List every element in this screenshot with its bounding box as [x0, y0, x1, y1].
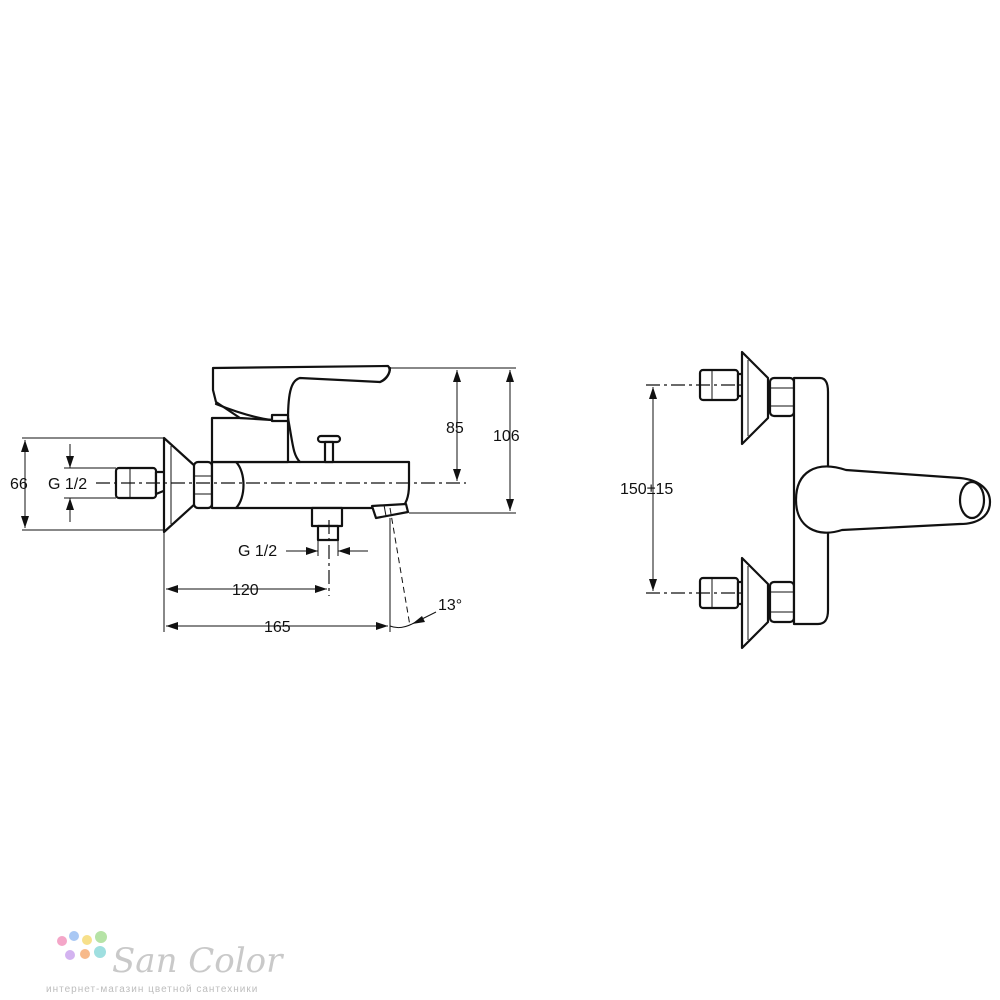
dim-165: 165 [166, 619, 388, 636]
front-view: 150±15 [620, 350, 992, 650]
dim-150-label: 150±15 [620, 481, 673, 498]
dim-106: 106 [493, 370, 520, 511]
dim-85: 85 [446, 370, 464, 481]
logo-dot [95, 931, 107, 943]
spout-angle-line [389, 507, 411, 627]
bottom-inlet-fitting [698, 556, 796, 650]
dim-inlet-thread: G 1/2 [48, 444, 116, 522]
logo-dot [69, 931, 79, 941]
side-view: 106 85 66 G 1/2 [10, 364, 520, 636]
watermark-logo: San Color интернет-магазин цветной санте… [46, 931, 284, 995]
dim-165-label: 165 [264, 619, 291, 636]
diverter-knob [316, 434, 342, 464]
dim-outlet-thread: G 1/2 [238, 540, 368, 560]
spout-mouth [370, 502, 410, 520]
logo-brand-text: San Color [112, 941, 284, 981]
dim-120-label: 120 [232, 582, 259, 599]
logo-dot [94, 946, 106, 958]
logo-dot [65, 950, 75, 960]
outlet-connector [310, 506, 344, 542]
top-inlet-fitting [698, 350, 796, 446]
logo-dot [57, 936, 67, 946]
inlet-fitting [114, 436, 214, 534]
mixer-body [210, 364, 411, 510]
dim-106-label: 106 [493, 428, 520, 445]
front-lever [794, 465, 992, 534]
dim-outlet-thread-label: G 1/2 [238, 543, 277, 560]
dim-66: 66 [10, 440, 29, 528]
logo-dot [80, 949, 90, 959]
dim-85-label: 85 [446, 420, 464, 437]
dim-13-angle: 13° [389, 597, 462, 629]
dim-inlet-thread-label: G 1/2 [48, 476, 87, 493]
logo-dots [57, 931, 107, 960]
dim-120: 120 [166, 582, 327, 599]
dim-66-label: 66 [10, 476, 28, 493]
logo-tagline-text: интернет-магазин цветной сантехники [46, 984, 258, 995]
dim-150: 150±15 [620, 387, 673, 591]
logo-dot [82, 935, 92, 945]
dim-13-label: 13° [438, 597, 462, 614]
